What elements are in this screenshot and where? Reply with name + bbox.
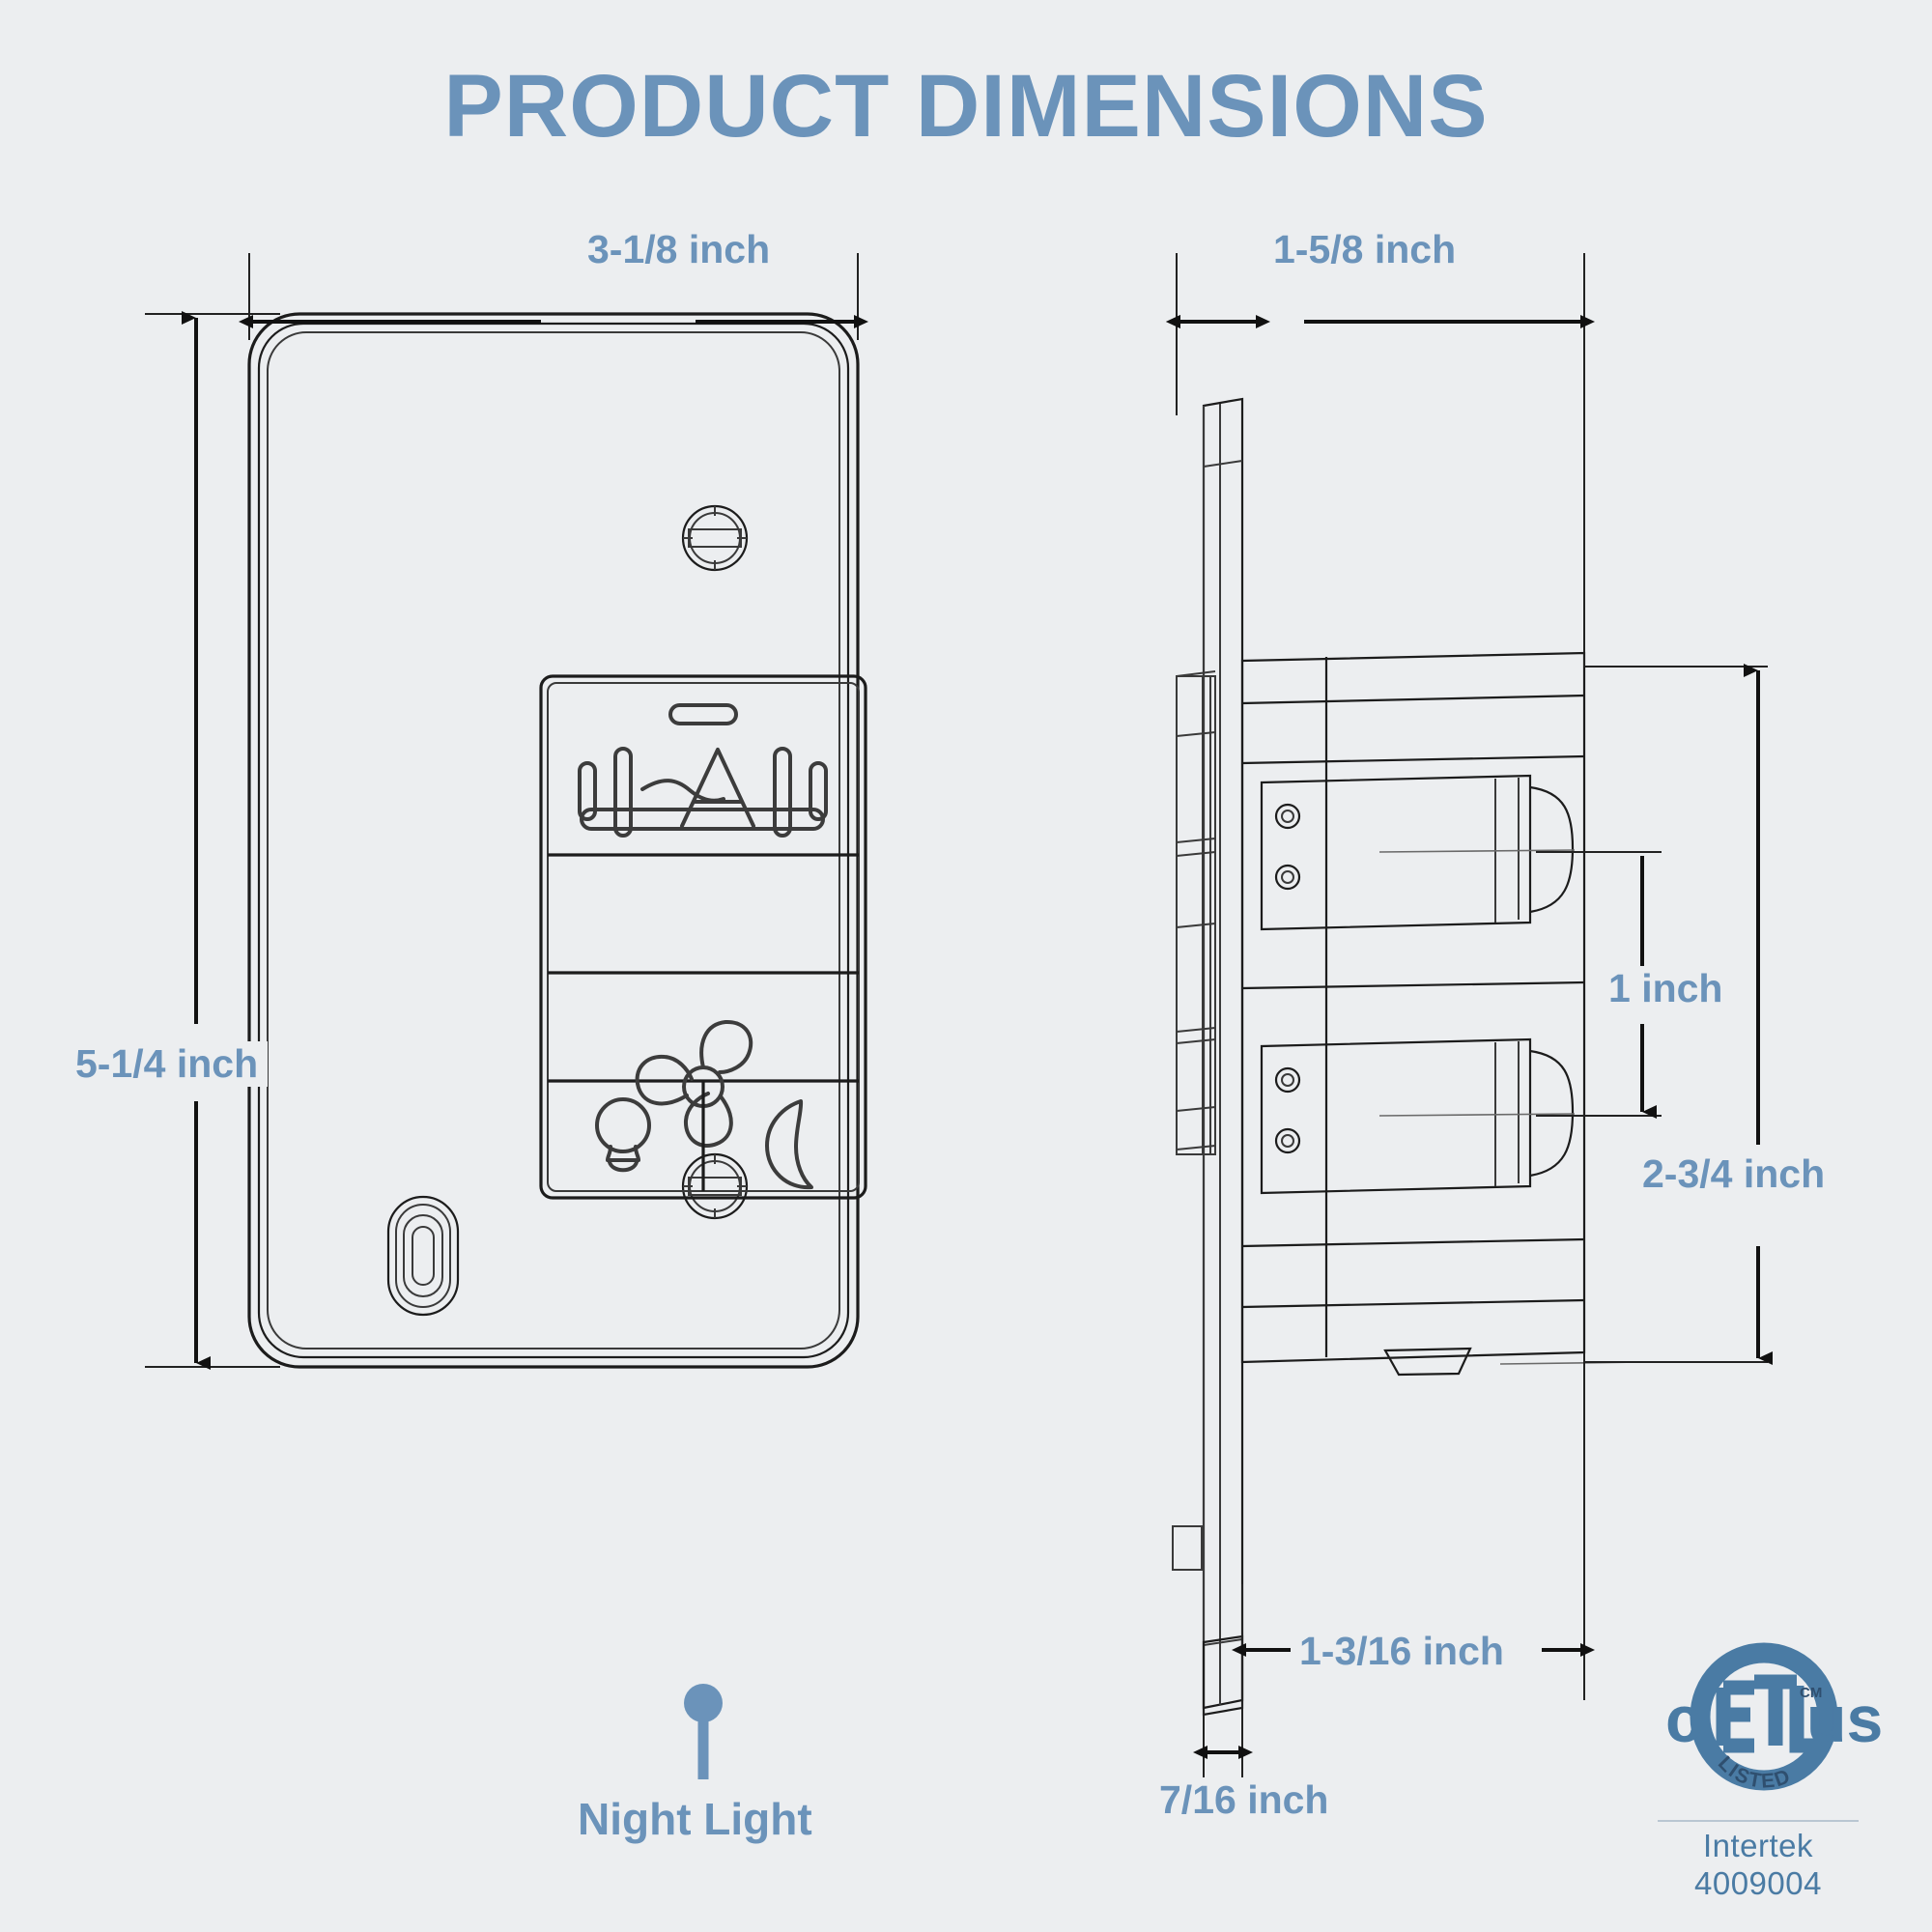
etl-c-text: c [1665, 1683, 1702, 1756]
light-bulb-icon [595, 1097, 651, 1173]
button-stack [539, 674, 867, 1200]
faceplate-foot [1202, 1634, 1244, 1717]
dim-label-side-depth: 1-5/8 inch [1273, 227, 1457, 271]
fan-icon [635, 1019, 753, 1148]
top-screw [681, 504, 749, 572]
terminal-block-lower [1260, 1037, 1576, 1195]
night-light-lens [386, 1195, 460, 1317]
crescent-moon-icon [765, 1099, 813, 1190]
etl-caption-block: Intertek 4009004 [1633, 1654, 1884, 1903]
page-title: PRODUCT DIMENSIONS [443, 57, 1489, 156]
dim-label-body-depth: 1-3/16 inch [1299, 1629, 1504, 1673]
night-light-dot [684, 1684, 723, 1722]
etl-divider [1658, 1820, 1859, 1822]
dim-label-body-height: 2-3/4 inch [1633, 1151, 1835, 1197]
terminal-block-upper [1260, 774, 1576, 931]
night-light-label: Night Light [578, 1794, 812, 1844]
dim-label-faceplate-thickness: 7/16 inch [1159, 1777, 1329, 1822]
device-body [1240, 651, 1586, 1364]
witness-lines [145, 253, 1768, 1777]
etl-us-text: us [1806, 1683, 1883, 1756]
bottom-screw [681, 1152, 749, 1220]
mounting-strap [1172, 670, 1216, 1571]
etl-company: Intertek [1702, 1828, 1814, 1863]
dim-label-front-height: 5-1/4 inch [66, 1041, 269, 1087]
side-view [1172, 397, 1643, 1717]
light-and-night-buttons [595, 1081, 813, 1191]
dim-label-front-width: 3-1/8 inch [587, 227, 771, 271]
dim-label-terminal-height: 1 inch [1599, 966, 1733, 1011]
front-view-faceplate [247, 312, 860, 1369]
etl-cm-text: CM [1800, 1685, 1822, 1701]
night-light-callout [684, 1684, 723, 1779]
etl-listed-mark: CM LISTED c us [1665, 1642, 1883, 1793]
etl-file-number: 4009004 [1694, 1864, 1822, 1901]
auto-fan-button [548, 703, 859, 857]
